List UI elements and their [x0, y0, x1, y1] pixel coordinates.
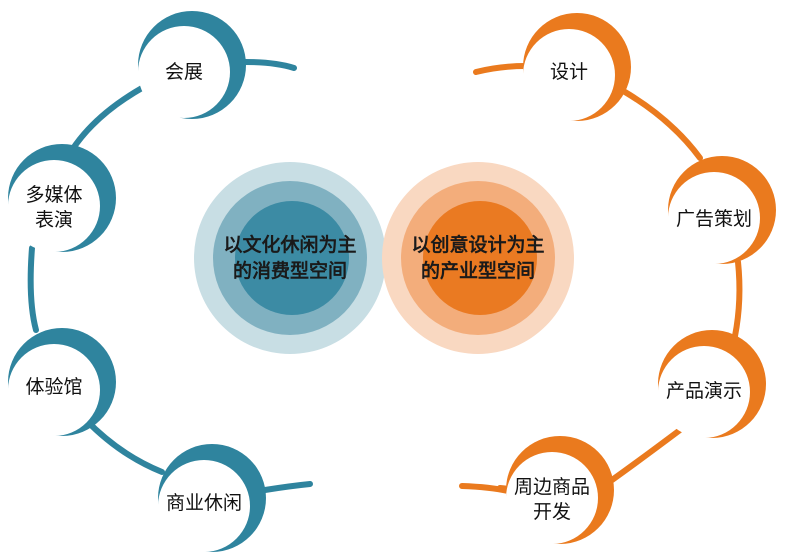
node-circle-huizhan: [138, 11, 246, 119]
node-label-huizhan: 会展: [164, 60, 203, 83]
node-label-tiyanguan: 体验馆: [25, 375, 83, 398]
node-label-duomeiti: 多媒体 表演: [25, 184, 83, 231]
node-label-guanggao: 广告策划: [675, 207, 752, 230]
node-circle-tiyanguan: [8, 328, 116, 436]
center-right-label: 以创意设计为主 的产业型空间: [411, 234, 545, 282]
left-connector-lines: [27, 59, 313, 493]
center-right-circle: [382, 162, 574, 354]
node-circle-sheji: [523, 13, 631, 121]
node-label-shangye: 商业休闲: [165, 491, 242, 514]
node-circle-guanggao: [668, 156, 776, 264]
node-circle-chanpin: [658, 330, 766, 438]
node-circle-zhoubian: [506, 436, 614, 544]
node-circle-duomeiti: [8, 144, 116, 252]
node-circle-shangye: [158, 444, 266, 552]
node-label-zhoubian: 周边商品 开发: [513, 476, 590, 523]
node-label-chanpin: 产品演示: [665, 379, 742, 402]
node-label-sheji: 设计: [549, 60, 588, 83]
center-left-circle: [194, 162, 386, 354]
center-left-label: 以文化休闲为主 的消费型空间: [223, 234, 357, 282]
